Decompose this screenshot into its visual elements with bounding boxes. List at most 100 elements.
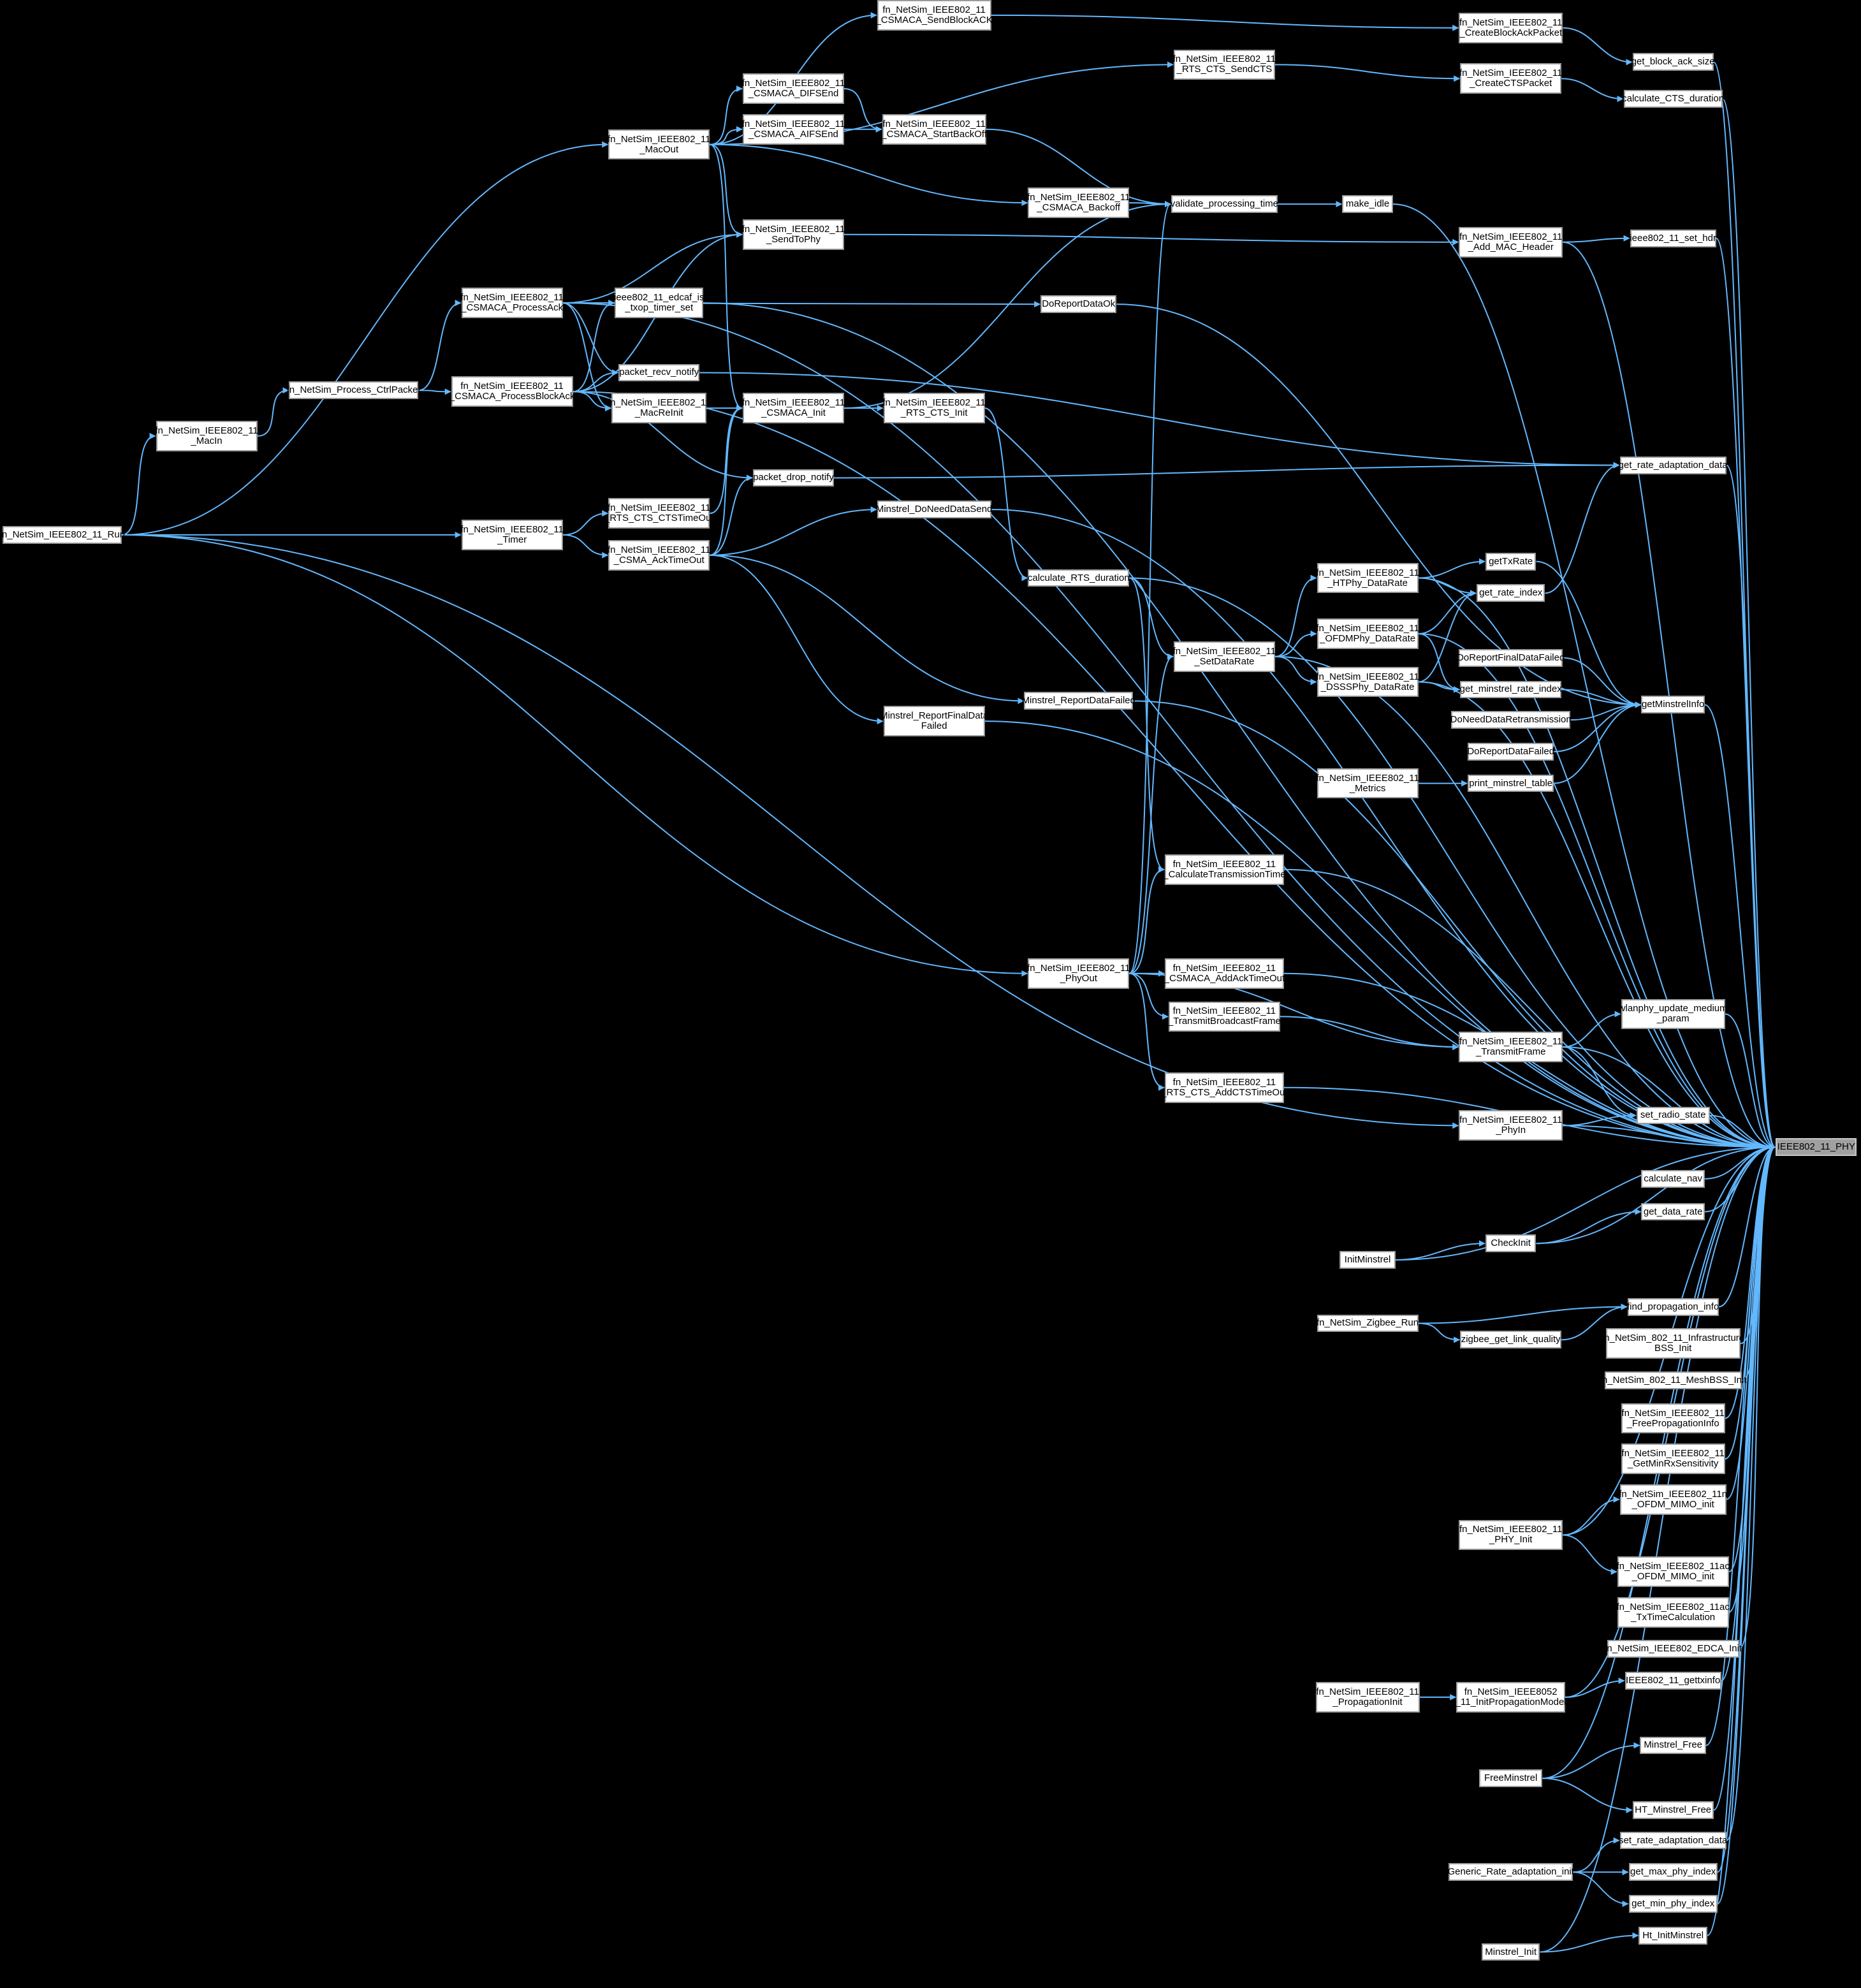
graph-node-metrics[interactable]: fn_NetSim_IEEE802_11 _Metrics — [1316, 768, 1419, 799]
graph-node-addack[interactable]: fn_NetSim_IEEE802_11 _CSMACA_AddAckTimeO… — [1164, 958, 1285, 989]
graph-node-setrate[interactable]: set_rate_adaptation_data — [1619, 1831, 1727, 1850]
edge-broadcast-to-transmit — [1280, 1016, 1459, 1051]
graph-node-makeidle[interactable]: make_idle — [1342, 195, 1393, 213]
edge-htinit-to-phy — [1707, 1144, 1776, 1936]
graph-node-calctx[interactable]: fn_NetSim_IEEE802_11 _CalculateTransmiss… — [1163, 854, 1286, 885]
graph-node-edcaf[interactable]: ieee802_11_edcaf_is _txop_timer_set — [614, 288, 704, 318]
graph-node-getdatarate[interactable]: get_data_rate — [1641, 1202, 1705, 1221]
graph-node-mesh[interactable]: fn_NetSim_802_11_MeshBSS_Init — [1600, 1371, 1747, 1389]
graph-node-setradio[interactable]: set_radio_state — [1636, 1106, 1710, 1125]
graph-node-macout[interactable]: fn_NetSim_IEEE802_11 _MacOut — [608, 129, 711, 160]
graph-node-procblock[interactable]: fn_NetSim_IEEE802_11 _CSMACA_ProcessBloc… — [449, 376, 575, 407]
graph-node-initprop[interactable]: fn_NetSim_IEEE8052 _11_InitPropagationMo… — [1456, 1682, 1566, 1713]
graph-node-createblock[interactable]: fn_NetSim_IEEE802_11 _CreateBlockAckPack… — [1459, 12, 1563, 43]
graph-node-finalfailed[interactable]: DoReportFinalDataFailed — [1457, 648, 1565, 667]
edge-generic-to-setrate — [1573, 1837, 1620, 1873]
graph-node-freeprop[interactable]: fn_NetSim_IEEE802_11 _FreePropagationInf… — [1621, 1403, 1725, 1434]
graph-node-rateindex[interactable]: get_rate_index — [1477, 584, 1545, 603]
graph-node-calcnav[interactable]: calculate_nav — [1641, 1169, 1705, 1188]
graph-node-addcts[interactable]: fn_NetSim_IEEE802_11 _RTS_CTS_AddCTSTime… — [1161, 1072, 1288, 1103]
graph-node-maxphy[interactable]: get_max_phy_index — [1628, 1863, 1718, 1882]
graph-node-printtable[interactable]: print_minstrel_table — [1468, 774, 1554, 793]
graph-node-ctstimeout[interactable]: fn_NetSim_IEEE802_11 _RTS_CTS_CTSTimeOut — [604, 498, 714, 529]
graph-node-reportok[interactable]: DoReportDataOk — [1040, 295, 1117, 314]
graph-node-htfree[interactable]: HT_Minstrel_Free — [1632, 1801, 1714, 1819]
graph-node-phyinit[interactable]: fn_NetSim_IEEE802_11 _PHY_Init — [1459, 1519, 1563, 1551]
graph-node-reportfinal[interactable]: Minstrel_ReportFinalData Failed — [880, 706, 988, 737]
graph-node-acktimeout[interactable]: fn_NetSim_IEEE802_11 _CSMA_AckTimeOut — [608, 539, 711, 571]
graph-node-wlanphy[interactable]: wlanphy_update_medium _param — [1619, 998, 1728, 1030]
graph-node-ofdm[interactable]: fn_NetSim_IEEE802_11 _OFDMPhy_DataRate — [1316, 618, 1419, 649]
graph-node-reportdatafailed[interactable]: DoReportDataFailed — [1467, 742, 1554, 761]
graph-node-blockacksize[interactable]: get_block_ack_size — [1631, 53, 1715, 71]
graph-node-difs[interactable]: fn_NetSim_IEEE802_11 _CSMACA_DIFSEnd — [742, 73, 845, 104]
graph-node-phyin[interactable]: fn_NetSim_IEEE802_11 _PhyIn — [1459, 1110, 1563, 1141]
graph-node-procack[interactable]: fn_NetSim_IEEE802_11 _CSMACA_ProcessAck — [460, 288, 564, 318]
graph-node-startbackoff[interactable]: fn_NetSim_IEEE802_11 _CSMACA_StartBackOf… — [881, 113, 987, 145]
edge-setdatarate-to-htphy — [1274, 574, 1317, 657]
graph-node-ctrl[interactable]: fn_NetSim_Process_CtrlPacket — [287, 381, 421, 400]
graph-node-htphy[interactable]: fn_NetSim_IEEE802_11 _HTPhy_DataRate — [1316, 562, 1419, 594]
graph-node-minstrelinit[interactable]: Minstrel_Init — [1481, 1943, 1540, 1961]
edge-transmit-to-setradio — [1563, 1046, 1637, 1119]
graph-node-dsss[interactable]: fn_NetSim_IEEE802_11 _DSSSPhy_DataRate — [1316, 666, 1419, 698]
edge-timer-to-acktimeout — [562, 534, 609, 559]
graph-node-creatects[interactable]: fn_NetSim_IEEE802_11 _CreateCTSPacket — [1459, 63, 1562, 94]
graph-node-htinit[interactable]: Ht_InitMinstrel — [1638, 1926, 1707, 1945]
graph-node-phyout[interactable]: fn_NetSim_IEEE802_11 _PhyOut — [1027, 958, 1130, 989]
graph-node-initminstrel[interactable]: InitMinstrel — [1339, 1251, 1396, 1269]
graph-node-ctsduration[interactable]: calculate_CTS_duration — [1622, 90, 1724, 108]
graph-node-minphy[interactable]: get_min_phy_index — [1628, 1895, 1718, 1913]
graph-node-broadcast[interactable]: fn_NetSim_IEEE802_11 _TransmitBroadcastF… — [1168, 1001, 1281, 1032]
graph-node-generic[interactable]: Generic_Rate_adaptation_init — [1447, 1863, 1574, 1882]
edge-transmit-to-phy — [1563, 1046, 1776, 1151]
graph-node-macin[interactable]: fn_NetSim_IEEE802_11 _MacIn — [155, 421, 258, 451]
edge-rateindex-to-rateadapt — [1545, 462, 1620, 594]
graph-node-infra[interactable]: fn_NetSim_802_11_Infrastructure BSS_Init — [1602, 1328, 1744, 1359]
graph-node-rtsctsinit[interactable]: fn_NetSim_IEEE802_11 _RTS_CTS_Init — [882, 393, 986, 423]
graph-node-findprop[interactable]: find_propagation_info — [1627, 1297, 1719, 1316]
graph-node-zigbeerun[interactable]: fn_NetSim_Zigbee_Run — [1317, 1314, 1419, 1333]
graph-node-setdatarate[interactable]: fn_NetSim_IEEE802_11 _SetDataRate — [1173, 641, 1276, 672]
graph-node-getminstrel[interactable]: getMinstrelInfo — [1641, 696, 1705, 714]
edge-sendtophy-to-addmac — [844, 233, 1459, 245]
graph-node-timer[interactable]: fn_NetSim_IEEE802_11 _Timer — [460, 520, 564, 550]
graph-node-gettxinfo[interactable]: IEEE802_11_gettxinfo — [1624, 1672, 1721, 1690]
graph-node-sendcts[interactable]: fn_NetSim_IEEE802_11 _RTS_CTS_SendCTS — [1173, 49, 1276, 80]
graph-node-minstrelidx[interactable]: get_minstrel_rate_index — [1460, 680, 1562, 699]
graph-node-sethdr[interactable]: ieee802_11_set_hdr — [1630, 229, 1716, 247]
graph-node-minstrelfree[interactable]: Minstrel_Free — [1640, 1736, 1706, 1755]
graph-node-transmit[interactable]: fn_NetSim_IEEE802_11 _TransmitFrame — [1459, 1032, 1563, 1062]
graph-node-minrx[interactable]: fn_NetSim_IEEE802_11 _GetMinRxSensitivit… — [1621, 1443, 1725, 1475]
graph-node-backoff[interactable]: fn_NetSim_IEEE802_11 _CSMACA_Backoff — [1027, 187, 1130, 218]
graph-node-checkinit[interactable]: CheckInit — [1485, 1234, 1536, 1253]
graph-node-tx11ac[interactable]: fn_NetSim_IEEE802_11ac _TxTimeCalculatio… — [1616, 1597, 1730, 1628]
graph-node-validate[interactable]: validate_processing_time — [1171, 195, 1278, 213]
graph-node-sendtophy[interactable]: fn_NetSim_IEEE802_11 _SendToPhy — [742, 219, 845, 250]
graph-node-ofdm11n[interactable]: fn_NetSim_IEEE802_11n _OFDM_MIMO_init — [1619, 1484, 1727, 1515]
graph-node-donead[interactable]: Minstrel_DoNeedDataSend — [876, 501, 992, 519]
graph-node-dropnotify[interactable]: packet_drop_notify — [752, 469, 835, 487]
graph-node-aifs[interactable]: fn_NetSim_IEEE802_11 _CSMACA_AIFSEnd — [742, 113, 845, 145]
graph-node-rateadapt[interactable]: get_rate_adaptation_data — [1619, 456, 1728, 474]
graph-node-ofdm11ac[interactable]: fn_NetSim_IEEE802_11ac _OFDM_MIMO_init — [1616, 1556, 1730, 1587]
graph-node-calcrts[interactable]: calculate_RTS_duration — [1028, 569, 1130, 587]
graph-node-reportfailed[interactable]: Minstrel_ReportDataFailed — [1022, 692, 1135, 710]
graph-node-needretx[interactable]: DoNeedDataRetransmission — [1450, 711, 1572, 729]
graph-node-freeminstrel[interactable]: FreeMinstrel — [1478, 1769, 1543, 1788]
edge-transmit-to-wlanphy — [1563, 1011, 1621, 1048]
graph-node-csmainit[interactable]: fn_NetSim_IEEE802_11 _CSMACA_Init — [742, 393, 845, 423]
graph-node-txrate[interactable]: getTxRate — [1485, 552, 1536, 571]
graph-node-addmac[interactable]: fn_NetSim_IEEE802_11 _Add_MAC_Header — [1459, 226, 1563, 258]
graph-node-edca[interactable]: fn_NetSim_IEEE802_EDCA_Init — [1604, 1640, 1742, 1658]
edge-phyout-to-calctx — [1129, 866, 1165, 974]
edge-dropnotify-to-rateadapt — [834, 462, 1620, 479]
graph-node-sendblockack[interactable]: fn_NetSim_IEEE802_11 _CSMACA_SendBlockAC… — [875, 0, 993, 31]
edge-blockacksize-to-phy — [1712, 61, 1776, 1150]
graph-node-recv[interactable]: packet_recv_notify — [618, 363, 700, 382]
graph-node-macreinit[interactable]: fn_NetSim_IEEE802_11 _MacReInit — [608, 393, 711, 423]
graph-node-run[interactable]: fn_NetSim_IEEE802_11_Run — [0, 526, 125, 544]
graph-node-propinit[interactable]: fn_NetSim_IEEE802_11 _PropagationInit — [1315, 1682, 1420, 1713]
graph-node-zigbeelq[interactable]: zigbee_get_link_quality — [1460, 1331, 1562, 1349]
